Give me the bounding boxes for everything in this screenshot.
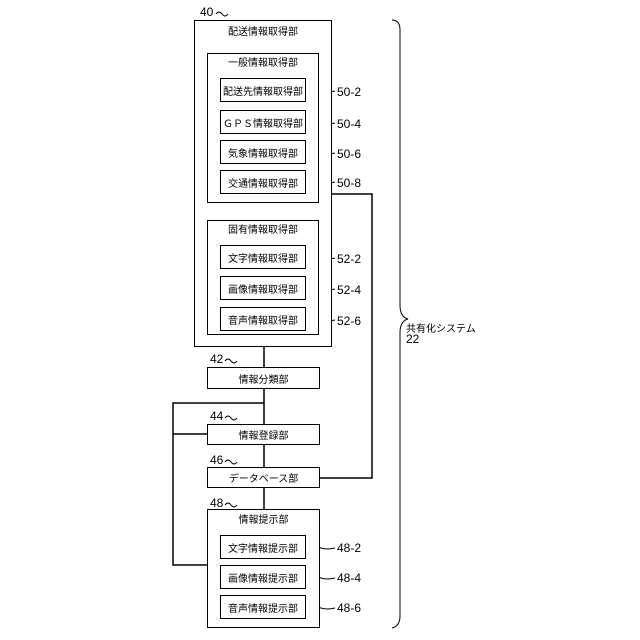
specific-info-title: 固有情報取得部 bbox=[208, 225, 318, 237]
ref-52-4: 52-4 bbox=[337, 283, 361, 297]
gps-info-box: ＧＰＳ情報取得部 bbox=[220, 110, 306, 134]
image-info-presenter-box: 画像情報提示部 bbox=[220, 565, 306, 589]
ref-50-4: 50-4 bbox=[337, 117, 361, 131]
ref-50-8: 50-8 bbox=[337, 176, 361, 190]
ref-44: 44 bbox=[210, 409, 223, 423]
ref-52-6: 52-6 bbox=[337, 314, 361, 328]
ref-48: 48 bbox=[210, 496, 223, 510]
audio-info-acquisition-box: 音声情報取得部 bbox=[220, 307, 306, 331]
text-info-acquisition-box: 文字情報取得部 bbox=[220, 245, 306, 269]
ref-52-2: 52-2 bbox=[337, 252, 361, 266]
leader-46 bbox=[225, 460, 237, 464]
audio-info-presenter-box: 音声情報提示部 bbox=[220, 595, 306, 619]
ref-40: 40 bbox=[200, 5, 213, 19]
info-register-box: 情報登録部 bbox=[207, 424, 320, 445]
ref-50-6: 50-6 bbox=[337, 147, 361, 161]
ref-46: 46 bbox=[210, 453, 223, 467]
general-info-title: 一般情報取得部 bbox=[208, 58, 318, 70]
info-presenter-title: 情報提示部 bbox=[208, 515, 319, 527]
ref-48-6: 48-6 bbox=[337, 601, 361, 615]
leader-44 bbox=[225, 416, 237, 420]
traffic-info-box: 交通情報取得部 bbox=[220, 170, 306, 194]
destination-info-box: 配送先情報取得部 bbox=[220, 78, 306, 102]
image-info-acquisition-box: 画像情報取得部 bbox=[220, 276, 306, 300]
ref-22: 22 bbox=[406, 332, 419, 346]
leader-48 bbox=[225, 503, 237, 507]
ref-50-2: 50-2 bbox=[337, 85, 361, 99]
info-classifier-box: 情報分類部 bbox=[207, 367, 320, 389]
database-box: データベース部 bbox=[207, 467, 320, 488]
ref-48-2: 48-2 bbox=[337, 541, 361, 555]
leader-40 bbox=[216, 12, 228, 16]
ref-48-4: 48-4 bbox=[337, 571, 361, 585]
leader-42 bbox=[225, 359, 237, 363]
text-info-presenter-box: 文字情報提示部 bbox=[220, 535, 306, 559]
delivery-info-title: 配送情報取得部 bbox=[195, 27, 331, 39]
ref-42: 42 bbox=[210, 352, 223, 366]
weather-info-box: 気象情報取得部 bbox=[220, 140, 306, 164]
